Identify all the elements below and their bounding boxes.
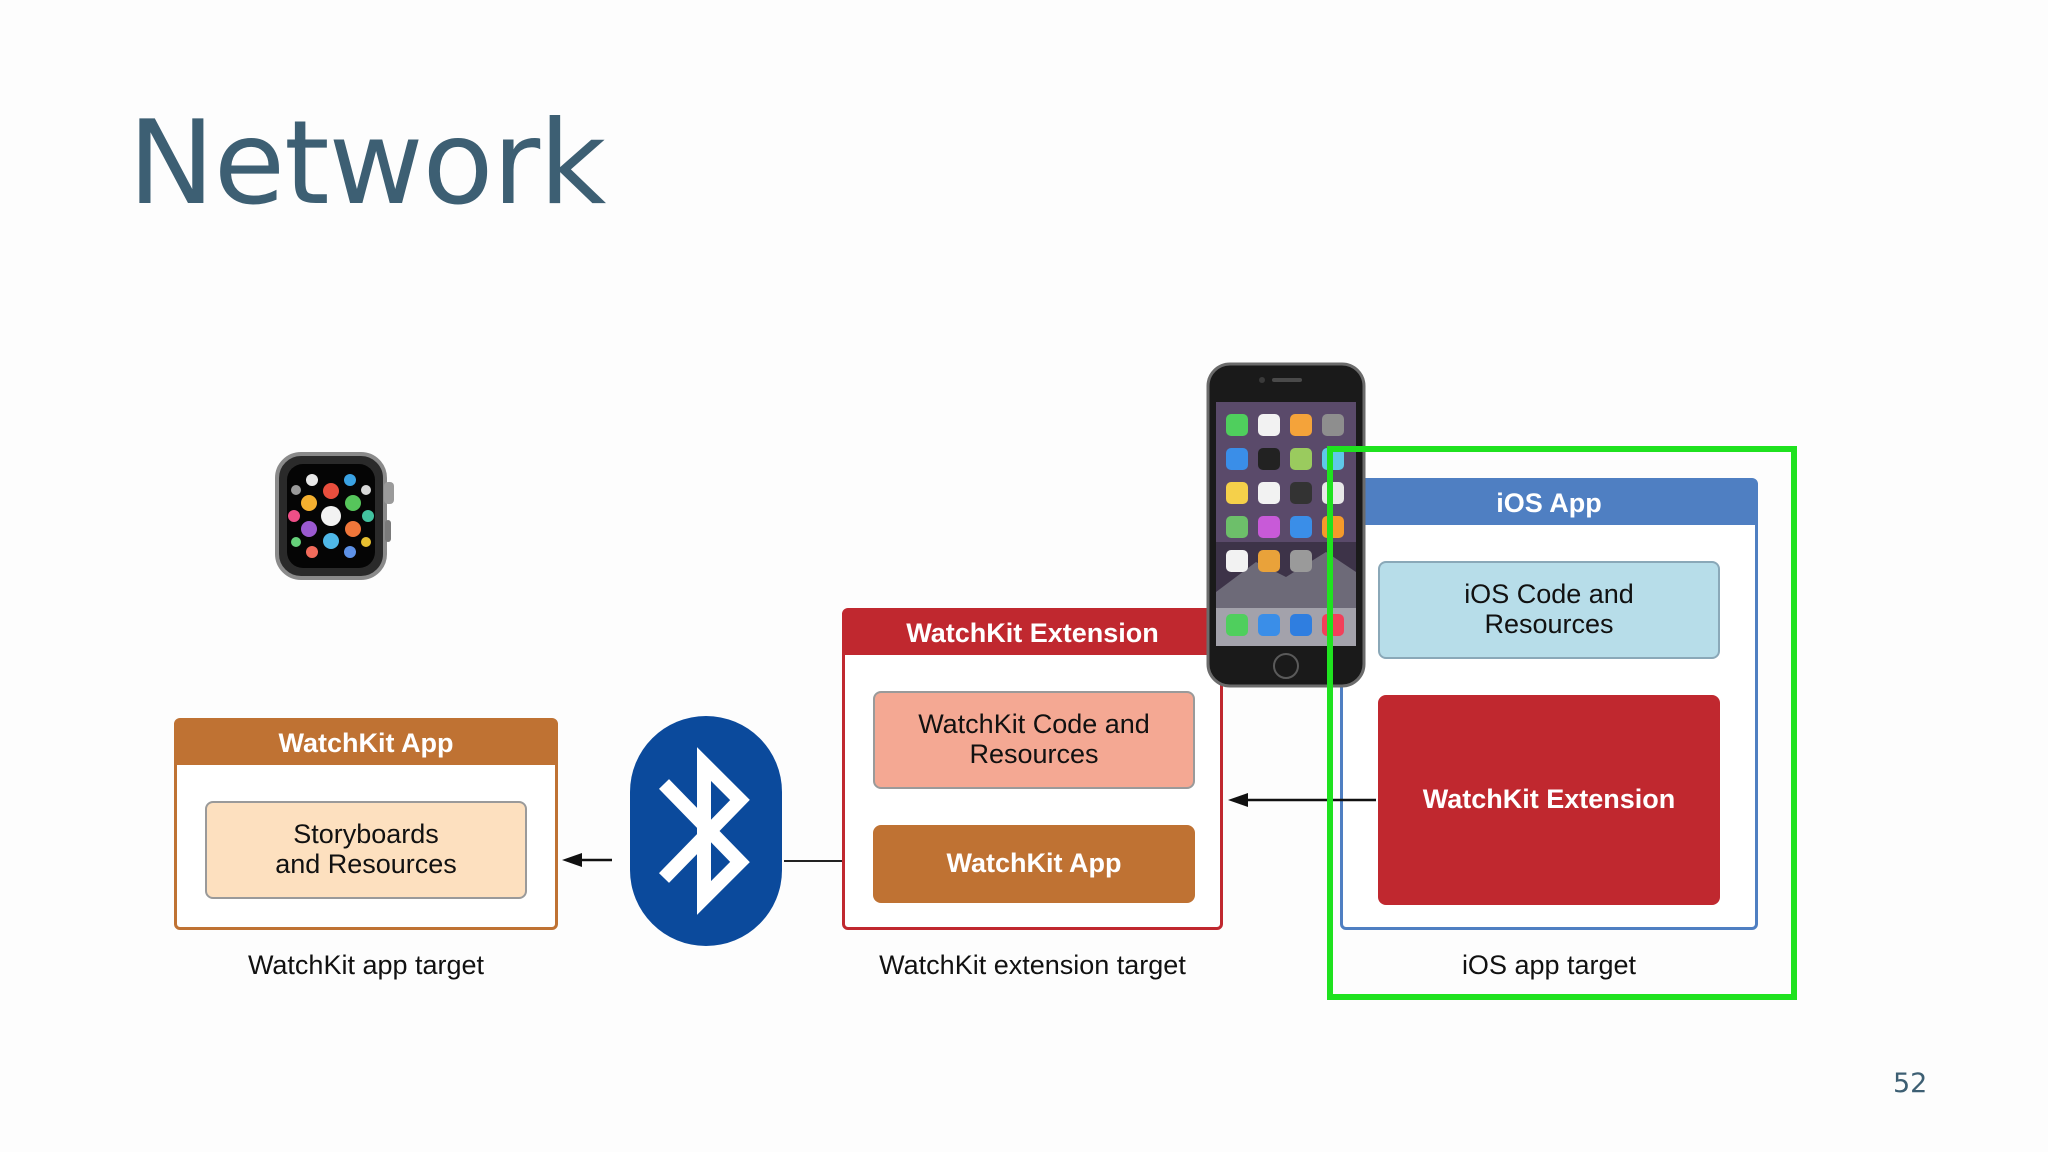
watchkit-code-resources-label: WatchKit Code and Resources xyxy=(918,709,1150,769)
watchkit-app-target-panel: WatchKit App Storyboards and Resources xyxy=(174,718,558,930)
watchkit-extension-target-caption: WatchKit extension target xyxy=(879,950,1186,980)
ios-watchkit-extension-label: WatchKit Extension xyxy=(1422,784,1676,815)
extension-watchkit-app-label: WatchKit App xyxy=(946,848,1122,879)
storyboards-resources-box: Storyboards and Resources xyxy=(205,801,527,899)
ios-code-resources-box: iOS Code and Resources xyxy=(1378,561,1720,659)
arrow-to-watchkit-app xyxy=(562,853,612,867)
arrow-to-watchkit-extension xyxy=(1228,793,1376,807)
storyboards-resources-label: Storyboards and Resources xyxy=(275,819,457,879)
apple-watch-icon xyxy=(275,452,394,580)
watchkit-extension-header: WatchKit Extension xyxy=(845,611,1220,655)
highlight-box xyxy=(1327,446,1797,1000)
iphone-icon xyxy=(1206,362,1366,688)
slide-title: Network xyxy=(128,96,606,231)
bluetooth-icon xyxy=(630,716,782,946)
watchkit-app-header: WatchKit App xyxy=(177,721,555,765)
ios-app-target-caption: iOS app target xyxy=(1461,950,1637,980)
ios-code-resources-label: iOS Code and Resources xyxy=(1464,579,1634,639)
watchkit-code-resources-box: WatchKit Code and Resources xyxy=(873,691,1195,789)
ios-app-header: iOS App xyxy=(1343,481,1755,525)
page-number: 52 xyxy=(1893,1068,1928,1099)
ios-watchkit-extension-box: WatchKit Extension xyxy=(1378,695,1720,905)
ios-app-target-panel: iOS App iOS Code and Resources WatchKit … xyxy=(1340,478,1758,930)
watchkit-app-target-caption: WatchKit app target xyxy=(247,950,485,980)
watchkit-extension-target-panel: WatchKit Extension WatchKit Code and Res… xyxy=(842,608,1223,930)
extension-watchkit-app-box: WatchKit App xyxy=(873,825,1195,903)
